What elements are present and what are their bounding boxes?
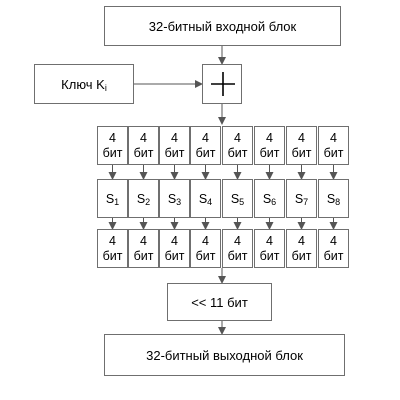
nibble-unit: бит bbox=[133, 145, 154, 160]
xor-block bbox=[202, 64, 242, 104]
shift-block: << 11 бит bbox=[167, 283, 272, 321]
round-key-block: Ключ Ki bbox=[34, 64, 134, 104]
nibble-unit: бит bbox=[227, 145, 248, 160]
nibble-size: 4 bbox=[202, 130, 209, 145]
nibble-size: 4 bbox=[298, 130, 305, 145]
shift-block-label: << 11 бит bbox=[191, 294, 248, 310]
nibble-unit: бит bbox=[259, 248, 280, 263]
nibble-unit: бит bbox=[227, 248, 248, 263]
nibble-size: 4 bbox=[202, 233, 209, 248]
nibble-size: 4 bbox=[266, 233, 273, 248]
sbox-label: S3 bbox=[167, 191, 182, 207]
input-block-label: 32-битный входной блок bbox=[148, 18, 297, 34]
sbox-label: S6 bbox=[262, 191, 277, 207]
nibble-size: 4 bbox=[140, 233, 147, 248]
sbox-label: S4 bbox=[198, 191, 213, 207]
sbox-label: S1 bbox=[105, 191, 120, 207]
nibble-unit: бит bbox=[323, 145, 344, 160]
sbox-cell: S5 bbox=[222, 179, 253, 218]
nibble-unit: бит bbox=[164, 248, 185, 263]
sbox-cell: S6 bbox=[254, 179, 285, 218]
sbox-cell: S8 bbox=[318, 179, 349, 218]
nibble-unit: бит bbox=[291, 145, 312, 160]
sbox-label: S2 bbox=[136, 191, 151, 207]
nibble-unit: бит bbox=[164, 145, 185, 160]
round-key-label: Ключ Ki bbox=[61, 76, 107, 93]
nibble-size: 4 bbox=[109, 130, 116, 145]
output-block: 32-битный выходной блок bbox=[104, 334, 345, 376]
sbox-label: S5 bbox=[230, 191, 245, 207]
nibble-unit: бит bbox=[259, 145, 280, 160]
sbox-label: S7 bbox=[294, 191, 309, 207]
sbox-cell: S3 bbox=[159, 179, 190, 218]
xor-plus-icon bbox=[211, 72, 235, 96]
nibble-unit: бит bbox=[102, 248, 123, 263]
nibble-size: 4 bbox=[330, 130, 337, 145]
nibble-unit: бит bbox=[133, 248, 154, 263]
sbox-cell: S7 bbox=[286, 179, 317, 218]
sbox-cell: S1 bbox=[97, 179, 128, 218]
nibble-size: 4 bbox=[234, 233, 241, 248]
nibble-unit: бит bbox=[291, 248, 312, 263]
nibble-size: 4 bbox=[171, 130, 178, 145]
nibble-size: 4 bbox=[298, 233, 305, 248]
nibble-unit: бит bbox=[323, 248, 344, 263]
nibble-unit: бит bbox=[102, 145, 123, 160]
nibble-size: 4 bbox=[171, 233, 178, 248]
nibble-size: 4 bbox=[109, 233, 116, 248]
output-block-label: 32-битный выходной блок bbox=[146, 347, 303, 363]
nibble-size: 4 bbox=[140, 130, 147, 145]
nibble-size: 4 bbox=[266, 130, 273, 145]
sbox-label: S8 bbox=[326, 191, 341, 207]
sbox-cell: S2 bbox=[128, 179, 159, 218]
nibble-unit: бит bbox=[195, 145, 216, 160]
nibble-size: 4 bbox=[330, 233, 337, 248]
nibble-unit: бит bbox=[195, 248, 216, 263]
input-block: 32-битный входной блок bbox=[104, 6, 341, 46]
sbox-cell: S4 bbox=[190, 179, 221, 218]
nibble-size: 4 bbox=[234, 130, 241, 145]
